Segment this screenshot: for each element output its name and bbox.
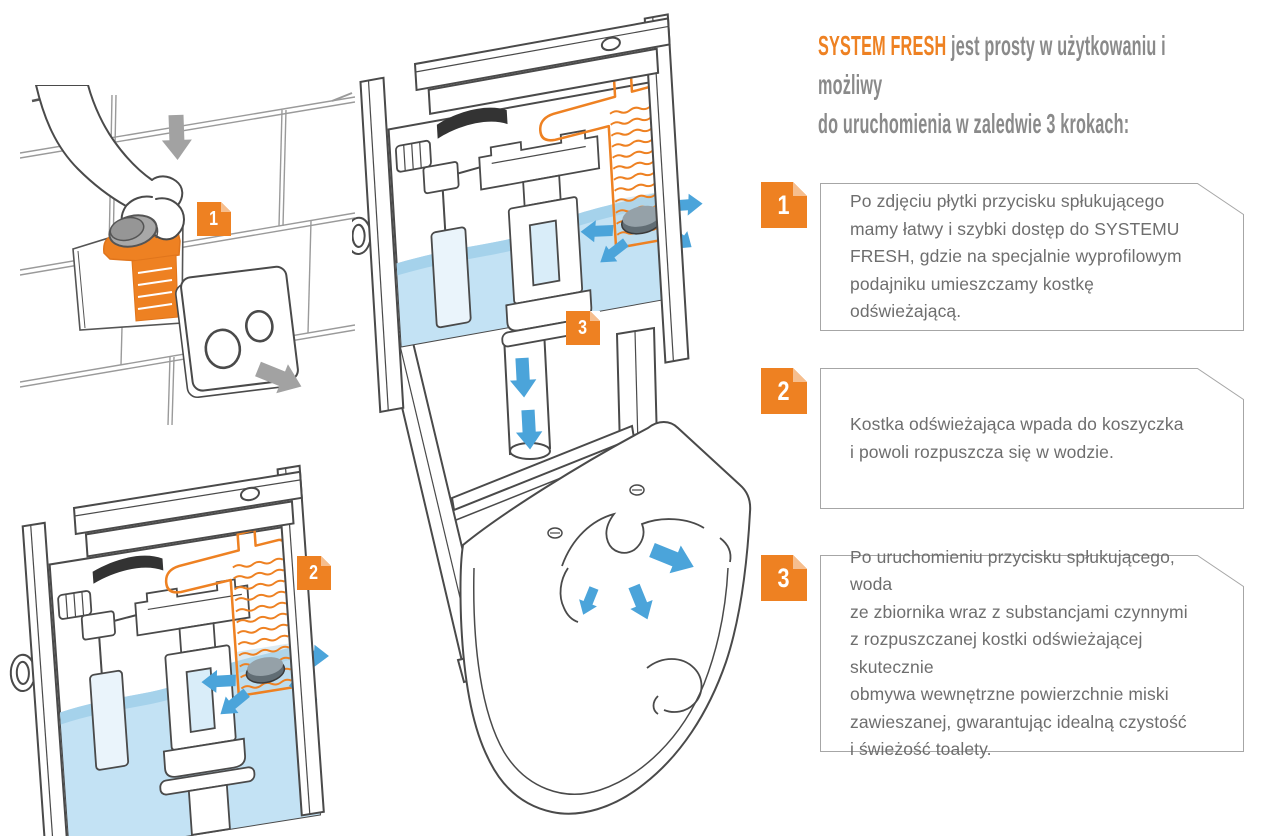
cistern xyxy=(387,74,704,348)
figure-cube-insertion xyxy=(20,85,355,425)
step1-box: Po zdjęciu płytki przycisku spłukującego… xyxy=(820,183,1244,331)
step2-number-badge: 2 xyxy=(761,368,807,414)
fold-corner-icon xyxy=(793,555,807,569)
flush-valve xyxy=(478,129,601,348)
figure-frame-toilet xyxy=(352,13,752,815)
toilet-bowl xyxy=(459,421,752,815)
fold-corner-icon xyxy=(221,202,231,212)
step2-box: Kostka odświeżająca wpada do koszyczka i… xyxy=(820,368,1244,509)
fill-valve xyxy=(395,107,518,329)
step1-text: Po zdjęciu płytki przycisku spłukującego… xyxy=(850,191,1182,322)
mounting-frame xyxy=(352,13,690,414)
figure-cistern-dissolving xyxy=(9,464,330,836)
step-box-outline xyxy=(820,183,1244,331)
figure3-step-badge: 2 xyxy=(297,556,331,590)
fill-valve xyxy=(57,555,175,771)
mounting-frame xyxy=(9,464,325,836)
fresh-dispenser xyxy=(164,528,297,698)
figure2-step-badge: 3 xyxy=(566,311,600,345)
down-arrow-icon xyxy=(161,114,193,161)
fold-corner-icon xyxy=(793,182,807,196)
brand-name: SYSTEM FRESH xyxy=(818,30,947,61)
step1-number-badge: 1 xyxy=(761,182,807,228)
page-title: SYSTEM FRESH jest prosty w użytkowaniu i… xyxy=(818,26,1219,143)
fold-corner-icon xyxy=(590,311,600,321)
step2-text: Kostka odświeżająca wpada do koszyczka i… xyxy=(850,414,1184,462)
cistern xyxy=(48,523,330,836)
step-box-outline xyxy=(820,555,1244,752)
title-text: jest prosty w użytkowaniu i możliwy do u… xyxy=(818,30,1166,139)
freshener-cube xyxy=(108,214,159,248)
step3-box: Po uruchomieniu przycisku spłukującego, … xyxy=(820,546,1244,760)
step3-number-badge: 3 xyxy=(761,555,807,601)
step3-text: Po uruchomieniu przycisku spłukującego, … xyxy=(850,546,1188,760)
fold-corner-icon xyxy=(793,368,807,382)
fold-corner-icon xyxy=(321,556,331,566)
hand-illustration xyxy=(35,85,185,241)
step-box-outline xyxy=(820,368,1244,509)
figure1-step-badge: 1 xyxy=(197,202,231,236)
